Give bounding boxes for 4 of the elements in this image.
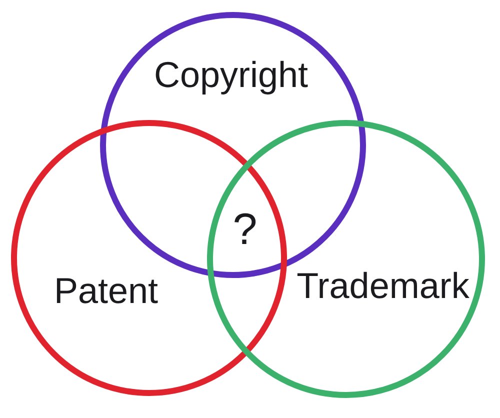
circle-label: Copyright — [154, 57, 308, 93]
circle-label: Patent — [54, 273, 158, 309]
circle-label: Trademark — [296, 268, 470, 304]
question-mark-label: ? — [232, 208, 258, 252]
